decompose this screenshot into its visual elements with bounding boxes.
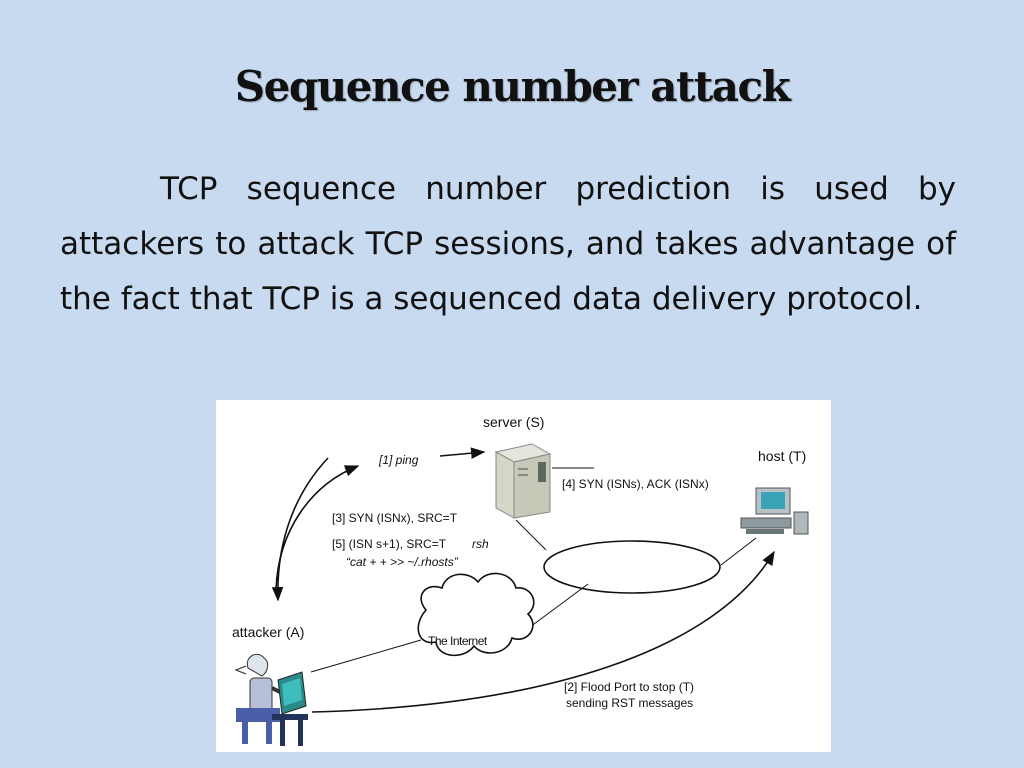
server-label: server (S) — [483, 414, 544, 430]
link-ring-host — [720, 537, 757, 566]
attacker-icon — [234, 653, 308, 746]
step3-label: [3] SYN (ISNx), SRC=T — [332, 511, 458, 525]
step4-label: [4] SYN (ISNs), ACK (ISNx) — [562, 477, 709, 491]
attack-diagram-canvas: The Internet server (S) host (T) — [232, 414, 809, 746]
slide-body-text: TCP sequence number prediction is used b… — [60, 171, 956, 317]
step5-label-line2: “cat + + >> ~/.rhosts” — [346, 555, 459, 569]
arrow-step1-ping — [439, 447, 486, 459]
network-ring — [543, 540, 721, 594]
attack-diagram: The Internet server (S) host (T) — [216, 400, 831, 752]
step1-label: [1] ping — [378, 453, 419, 467]
host-label: host (T) — [758, 448, 806, 464]
attacker-label: attacker (A) — [232, 624, 304, 640]
step5-rsh-label: rsh — [472, 537, 489, 551]
link-attacker-cloud — [310, 639, 422, 673]
link-server-ring — [515, 519, 547, 551]
arrow-step3-syn — [271, 457, 329, 602]
arrow-step2-flood — [311, 550, 775, 713]
host-computer-icon — [740, 487, 809, 535]
cloud-label: The Internet — [428, 634, 488, 648]
slide-title: Sequence number attack — [234, 62, 791, 111]
link-ring-cloud — [525, 583, 589, 631]
server-icon — [494, 443, 552, 519]
step2-label-line1: [2] Flood Port to stop (T) — [564, 680, 694, 694]
step2-label-line2: sending RST messages — [566, 696, 693, 710]
internet-cloud — [417, 572, 535, 657]
step5-label-line1: [5] (ISN s+1), SRC=T — [332, 537, 447, 551]
arrow-step1-curve — [275, 465, 360, 591]
